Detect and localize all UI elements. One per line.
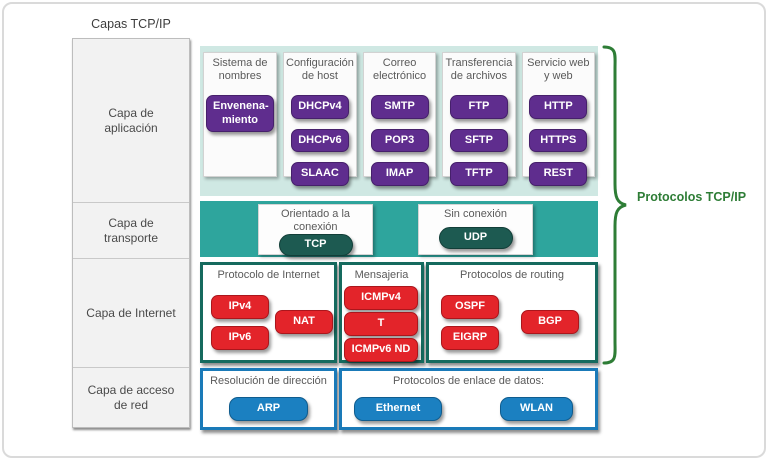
group-header: Protocolos de enlace de datos: [392,375,545,387]
internet-layer-panel: Protocolo de Internet IPv4 NAT IPv6 Mens… [200,262,598,363]
group-sin-conexion: Sin conexión UDP [418,204,533,255]
group-header: Protocolos de routing [460,269,564,281]
group-header: Configuración de host [286,57,354,82]
transport-layer-panel: Orientado a la conexión TCP Sin conexión… [200,201,598,257]
button-stack: Envenena-miento [206,94,274,133]
protocol-t[interactable]: T [344,312,418,336]
group-header: Transferencia de archivos [445,57,513,82]
protocols-content: Sistema de nombres Envenena-miento Confi… [200,44,598,432]
button-stack: DHCPv4 DHCPv6 SLAAC [286,94,354,187]
layer-row-aplicacion: Capa de aplicación [73,39,189,203]
button-stack: FTP SFTP TFTP [445,94,512,187]
protocol-sftp[interactable]: SFTP [449,128,508,153]
group-header: Resolución de dirección [210,375,327,387]
protocol-https[interactable]: HTTPS [529,128,588,153]
layer-label: Capa de Internet [86,305,176,320]
protocol-eigrp[interactable]: EIGRP [441,326,499,350]
group-header: Orientado a la conexión [280,208,351,233]
protocol-rest[interactable]: REST [529,162,588,187]
layers-column: Capa de aplicación Capa de transporte Ca… [72,38,190,428]
tcpip-protocols-brace [602,45,627,365]
group-transferencia-archivos: Transferencia de archivos FTP SFTP TFTP [442,52,516,187]
group-header: Protocolo de Internet [217,269,320,281]
protocol-tftp[interactable]: TFTP [449,162,508,187]
protocol-imap[interactable]: IMAP [370,162,429,187]
protocol-udp[interactable]: UDP [438,227,513,249]
group-servicio-web: Servicio web y web HTTP HTTPS REST [521,52,595,187]
group-header: Sin conexión [444,208,507,220]
button-stack: HTTP HTTPS REST [525,94,592,187]
group-header: Servicio web y web [527,57,590,82]
group-configuracion-de-host: Configuración de host DHCPv4 DHCPv6 SLAA… [283,52,357,187]
protocol-bgp[interactable]: BGP [521,310,579,334]
group-resolucion-direccion: Resolución de dirección ARP [200,368,337,430]
protocol-dhcpv4[interactable]: DHCPv4 [290,94,349,119]
protocol-dhcpv6[interactable]: DHCPv6 [290,128,349,153]
group-sistema-de-nombres: Sistema de nombres Envenena-miento [203,52,277,177]
group-correo-electronico: Correo electrónico SMTP POP3 IMAP [362,52,437,187]
protocol-http[interactable]: HTTP [529,94,588,119]
group-enlace-de-datos: Protocolos de enlace de datos: Ethernet … [339,368,598,430]
network-access-layer-panel: Resolución de dirección ARP Protocolos d… [200,368,598,430]
protocol-wlan[interactable]: WLAN [500,397,573,421]
protocol-arp[interactable]: ARP [229,397,308,421]
tcpip-protocols-label: Protocolos TCP/IP [637,190,747,204]
button-stack: SMTP POP3 IMAP [366,94,433,187]
layer-label: Capa de aplicación [104,105,158,135]
application-layer-panel: Sistema de nombres Envenena-miento Confi… [200,46,598,196]
protocol-icmpv4[interactable]: ICMPv4 [344,286,418,310]
group-header: Sistema de nombres [212,57,268,82]
protocol-icmpv6-nd[interactable]: ICMPv6 ND [344,338,418,362]
group-mensajeria: Mensajeria ICMPv4 T ICMPv6 ND [339,262,424,363]
protocol-nat[interactable]: NAT [275,310,333,334]
protocol-envenenamiento[interactable]: Envenena-miento [206,94,274,133]
group-header: Mensajeria [354,269,409,281]
layer-label: Capa de transporte [103,215,159,245]
capas-tcpip-heading: Capas TCP/IP [91,17,171,31]
layer-row-acceso-red: Capa de acceso de red [73,368,189,427]
protocol-pop3[interactable]: POP3 [370,128,429,153]
protocol-ipv6[interactable]: IPv6 [211,326,269,350]
protocol-ospf[interactable]: OSPF [441,295,499,319]
protocol-tcp[interactable]: TCP [278,233,353,256]
group-protocolos-de-routing: Protocolos de routing OSPF EIGRP BGP [426,262,598,363]
protocol-ipv4[interactable]: IPv4 [211,295,269,319]
group-orientado-conexion: Orientado a la conexión TCP [258,204,373,256]
group-header: Correo electrónico [372,57,427,82]
layer-label: Capa de acceso de red [87,382,175,412]
group-protocolo-de-internet: Protocolo de Internet IPv4 NAT IPv6 [200,262,337,363]
protocol-smtp[interactable]: SMTP [370,94,429,119]
protocol-slaac[interactable]: SLAAC [290,162,349,187]
layer-row-transporte: Capa de transporte [73,203,189,259]
protocol-ftp[interactable]: FTP [449,94,508,119]
protocol-ethernet[interactable]: Ethernet [354,397,442,421]
layer-row-internet: Capa de Internet [73,259,189,368]
